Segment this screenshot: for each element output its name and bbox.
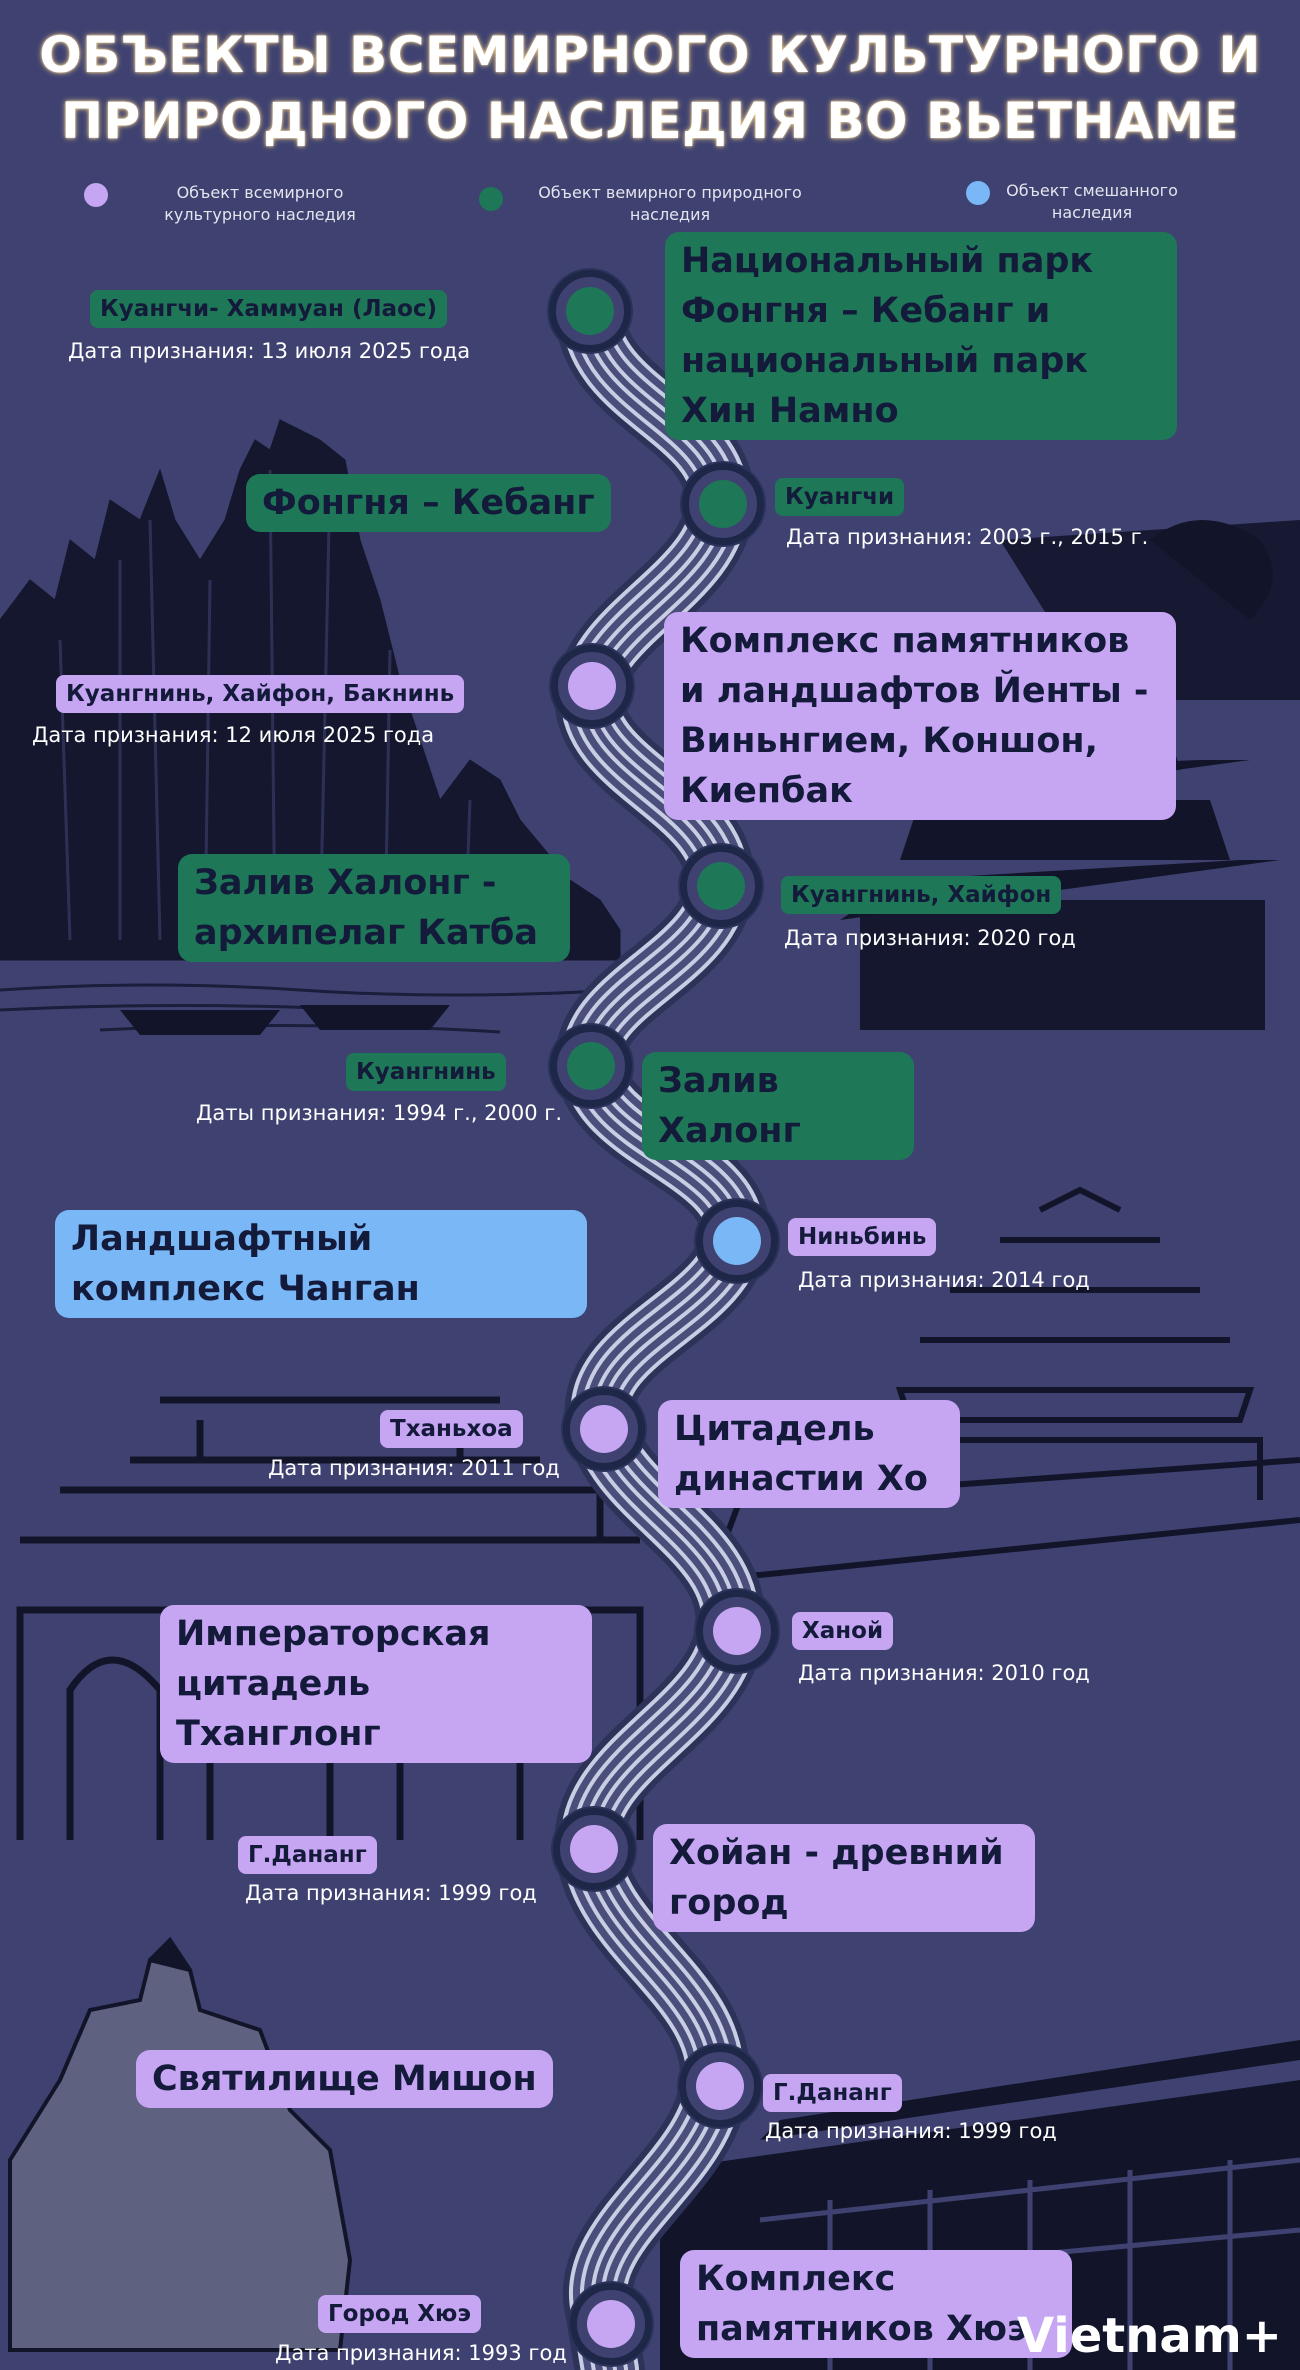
site-location-tag: Тханьхоа [380, 1410, 523, 1448]
site-location-tag: Ниньбинь [788, 1218, 937, 1256]
site-location-tag: Куангнинь, Хайфон, Бакнинь [56, 675, 465, 713]
site-recognition-date: Дата признания: 12 июля 2025 года [32, 723, 435, 747]
site-name-label: Залив Халонг [642, 1052, 914, 1160]
site-marker-natural [682, 463, 764, 545]
site-recognition-date: Дата признания: 1999 год [765, 2119, 1057, 2143]
site-recognition-date: Дата признания: 2011 год [268, 1456, 560, 1480]
site-marker-natural [550, 1025, 632, 1107]
legend-mixed-label: Объект смешанного наследия [1006, 181, 1178, 222]
site-recognition-date: Дата признания: 2020 год [784, 926, 1076, 950]
site-marker-cultural [563, 1388, 645, 1470]
legend-cultural-dot [84, 183, 108, 207]
legend-mixed-dot [966, 181, 990, 205]
site-name-label: Национальный парк Фонгня – Кебанг и наци… [665, 232, 1177, 440]
site-name-label: Комплекс памятников и ландшафтов Йенты -… [664, 612, 1176, 820]
title-line-1: ОБЪЕКТЫ ВСЕМИРНОГО КУЛЬТУРНОГО И [39, 26, 1261, 84]
site-marker-cultural [551, 645, 633, 727]
legend-natural-dot [479, 187, 503, 211]
title-line-2: ПРИРОДНОГО НАСЛЕДИЯ ВО ВЬЕТНАМЕ [61, 92, 1239, 150]
site-location-tag: Куангчи [775, 478, 905, 516]
site-name-label: Хойан - древний город [653, 1824, 1035, 1932]
junk-boats-illustration [120, 1005, 450, 1035]
site-marker-cultural [679, 2045, 761, 2127]
site-location-tag: Г.Дананг [238, 1836, 377, 1874]
site-marker-mixed [696, 1200, 778, 1282]
site-recognition-date: Даты признания: 1994 г., 2000 г. [196, 1101, 563, 1125]
my-son-tower-illustration [8, 1936, 353, 2352]
vietnamplus-logo: Vietnam+ [1016, 2308, 1282, 2364]
legend-cultural-label: Объект всемирного культурного наследия [164, 183, 356, 224]
site-recognition-date: Дата признания: 2014 год [798, 1268, 1090, 1292]
site-recognition-date: Дата признания: 2010 год [798, 1661, 1090, 1685]
legend-natural-label: Объект вемирного природного наследия [538, 183, 802, 224]
site-marker-natural [549, 270, 631, 352]
site-location-tag: Ханой [792, 1612, 894, 1650]
site-name-label: Святилище Мишон [136, 2050, 553, 2108]
site-marker-cultural [570, 2283, 652, 2365]
site-marker-natural [680, 845, 762, 927]
site-name-label: Ландшафтный комплекс Чанган [55, 1210, 587, 1318]
page-title: ОБЪЕКТЫ ВСЕМИРНОГО КУЛЬТУРНОГО И ПРИРОДН… [0, 22, 1300, 154]
site-recognition-date: Дата признания: 1993 год [275, 2341, 567, 2365]
site-name-label: Залив Халонг - архипелаг Катба [178, 854, 570, 962]
site-location-tag: Куангнинь, Хайфон [781, 876, 1062, 914]
site-location-tag: Куангнинь [346, 1053, 506, 1091]
site-location-tag: Куангчи- Хаммуан (Лаос) [90, 290, 448, 328]
site-name-label: Комплекс памятников Хюэ [680, 2250, 1072, 2358]
site-name-label: Цитадель династии Хо [658, 1400, 960, 1508]
site-location-tag: Город Хюэ [318, 2295, 482, 2333]
site-marker-cultural [553, 1808, 635, 1890]
site-recognition-date: Дата признания: 13 июля 2025 года [68, 339, 471, 363]
site-name-label: Императорская цитадель Тханглонг [160, 1605, 592, 1763]
site-name-label: Фонгня – Кебанг [246, 474, 611, 532]
site-recognition-date: Дата признания: 2003 г., 2015 г. [786, 525, 1149, 549]
site-recognition-date: Дата признания: 1999 год [245, 1881, 537, 1905]
site-marker-cultural [696, 1590, 778, 1672]
site-location-tag: Г.Дананг [763, 2074, 902, 2112]
